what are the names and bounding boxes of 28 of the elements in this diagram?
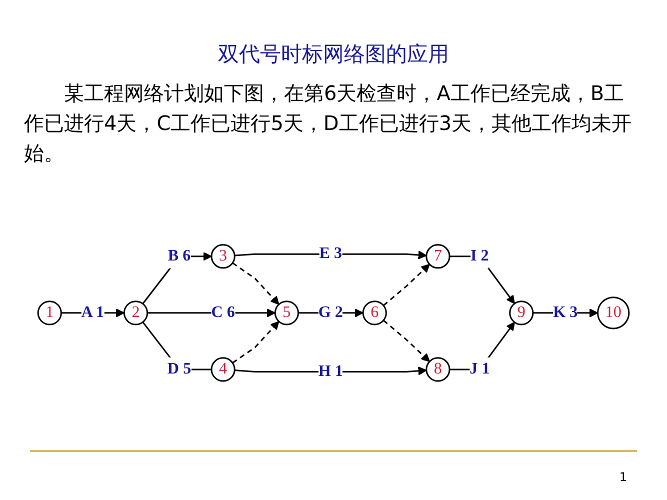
edge-label: G 2 [318, 303, 343, 321]
edge-label: B 6 [168, 246, 191, 264]
paragraph: 某工程网络计划如下图，在第6天检查时，A工作已经完成，B工作已进行4天，C工作已进行5天，D工作已进行3天，其他工作均未开始。 [24, 80, 633, 167]
edge-label: C 6 [211, 303, 235, 321]
node-circle: 9 [509, 300, 534, 325]
node-circle: 1 [37, 300, 62, 325]
node-circle: 8 [426, 356, 450, 382]
node-circle: 10 [597, 296, 630, 329]
arrow [234, 250, 427, 259]
arrow [232, 262, 280, 304]
node-circle: 3 [210, 244, 236, 268]
edge-label: D 5 [167, 360, 192, 378]
node-circle: 4 [210, 356, 236, 382]
edge-label: A 1 [81, 303, 104, 321]
node-circle: 6 [362, 300, 387, 325]
arrow [382, 319, 430, 362]
node-circle: 7 [426, 244, 450, 268]
title: 双代号时标网络图的应用 [217, 41, 450, 68]
page-number: 1 [619, 470, 627, 484]
arrow [382, 263, 430, 306]
node-circle: 5 [274, 300, 299, 325]
node-circle: 2 [123, 300, 148, 325]
edge-label: E 3 [319, 244, 342, 262]
edge-label: H 1 [318, 362, 343, 380]
edge-label: I 2 [470, 246, 489, 264]
edge-label: K 3 [553, 303, 578, 321]
arrow [232, 320, 280, 364]
edge-label: J 1 [470, 360, 490, 378]
